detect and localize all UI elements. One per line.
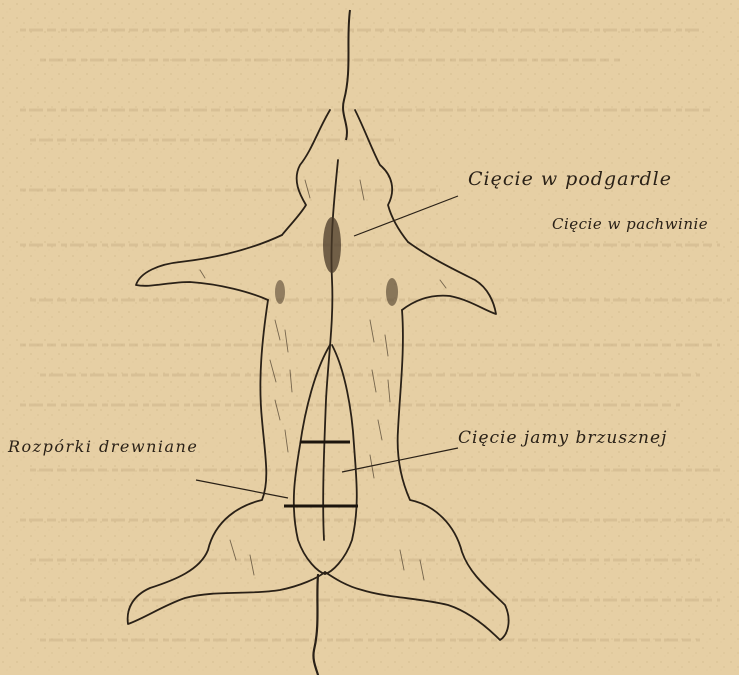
label-abdominal-cut: Cięcie jamy brzusznej	[458, 428, 667, 448]
label-throat-cut: Cięcie w podgardle	[468, 168, 672, 190]
throat-incision	[323, 217, 341, 273]
label-groin-cut: Cięcie w pachwinie	[552, 215, 708, 233]
left-armpit-mark	[275, 280, 285, 304]
label-wooden-spreaders: Rozpórki drewniane	[8, 437, 198, 456]
groin-incision	[386, 278, 398, 306]
